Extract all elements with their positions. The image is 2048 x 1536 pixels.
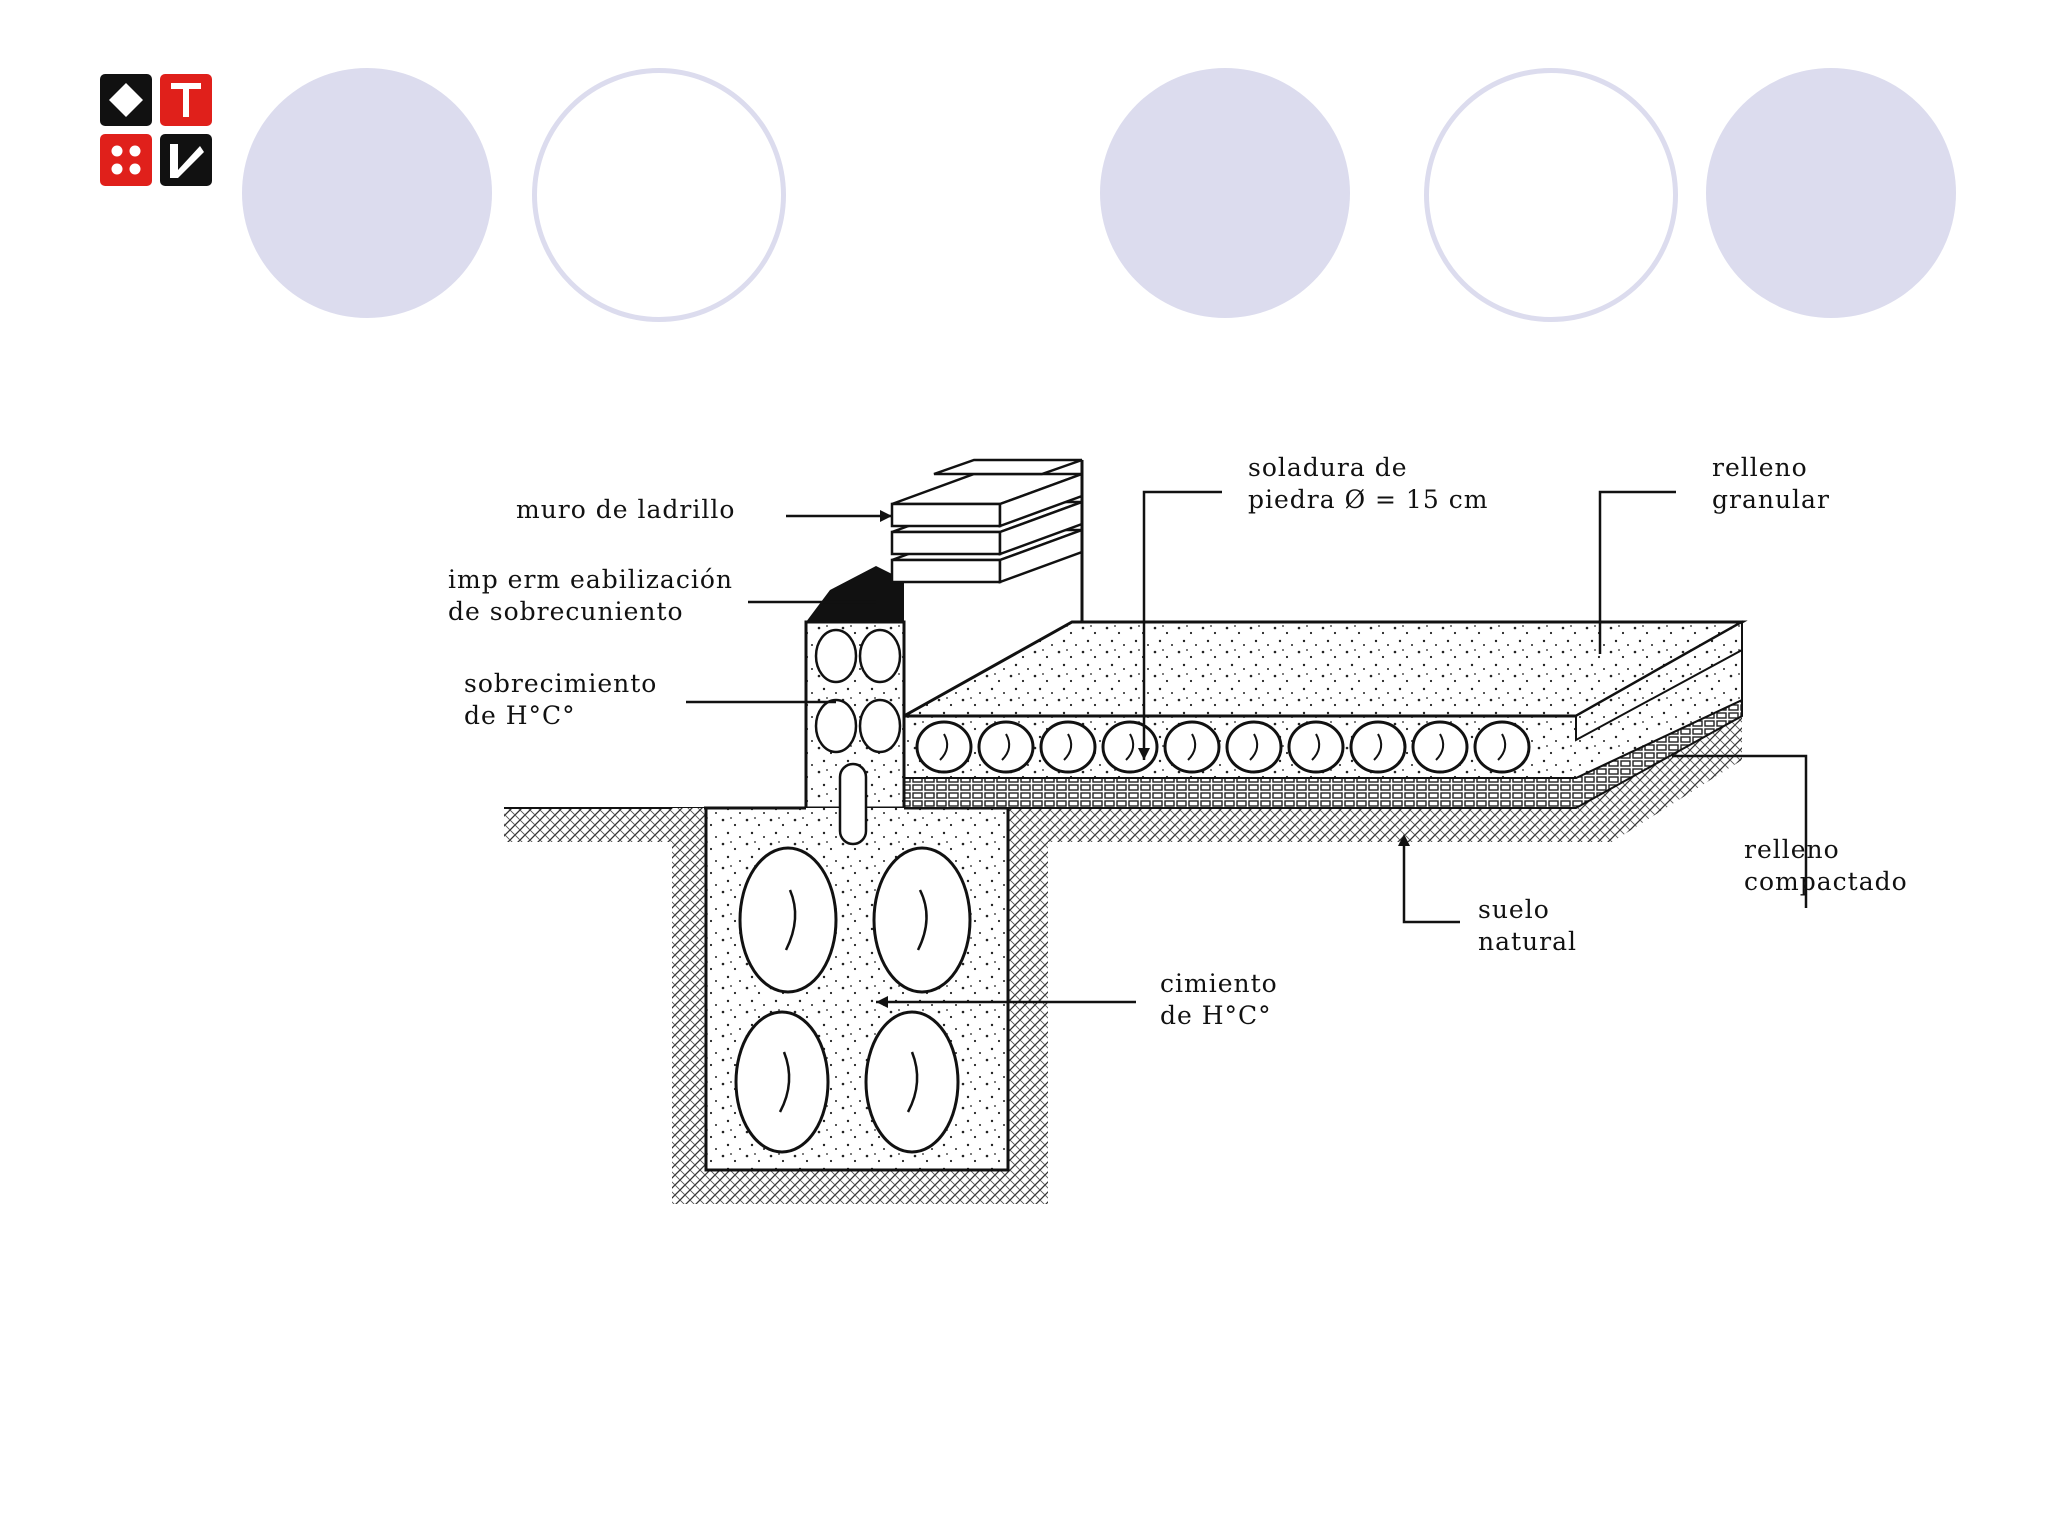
footing-stone	[872, 846, 972, 994]
footing-stone	[734, 1010, 830, 1154]
footing-stone	[864, 1010, 960, 1154]
label-compacted-fill-1: relleno	[1744, 835, 1840, 864]
header-circle-2	[532, 68, 786, 322]
label-stone-bed-2: piedra Ø = 15 cm	[1248, 485, 1488, 514]
header-circle-1	[242, 68, 492, 318]
label-plinth-2: de H°C°	[464, 701, 576, 730]
header-circle-5	[1706, 68, 1956, 318]
label-granular-fill-2: granular	[1712, 485, 1830, 514]
waterproofing-layer	[806, 566, 904, 622]
header-circle-4	[1424, 68, 1678, 322]
label-natural-soil-1: suelo	[1478, 895, 1550, 924]
label-natural-soil-2: natural	[1478, 927, 1577, 956]
label-footing-1: cimiento	[1160, 969, 1278, 998]
label-brick-wall: muro de ladrillo	[516, 495, 735, 524]
label-waterproofing-1: imp erm eabilización	[448, 565, 733, 594]
footing-stone	[738, 846, 838, 994]
ground-left	[504, 808, 704, 842]
label-plinth-1: sobrecimiento	[464, 669, 657, 698]
brick-wall	[890, 458, 1084, 584]
label-footing-2: de H°C°	[1160, 1001, 1272, 1030]
granular-fill-side	[1575, 620, 1743, 742]
label-waterproofing-2: de sobrecuniento	[448, 597, 684, 626]
label-granular-fill-1: relleno	[1712, 453, 1808, 482]
label-compacted-fill-2: compactado	[1744, 867, 1908, 896]
header-circle-3	[1100, 68, 1350, 318]
four-square-logo-icon	[100, 74, 212, 186]
label-stone-bed-1: soladura de	[1248, 453, 1408, 482]
ground-right	[1008, 716, 1742, 842]
plinth-stones	[814, 628, 902, 846]
